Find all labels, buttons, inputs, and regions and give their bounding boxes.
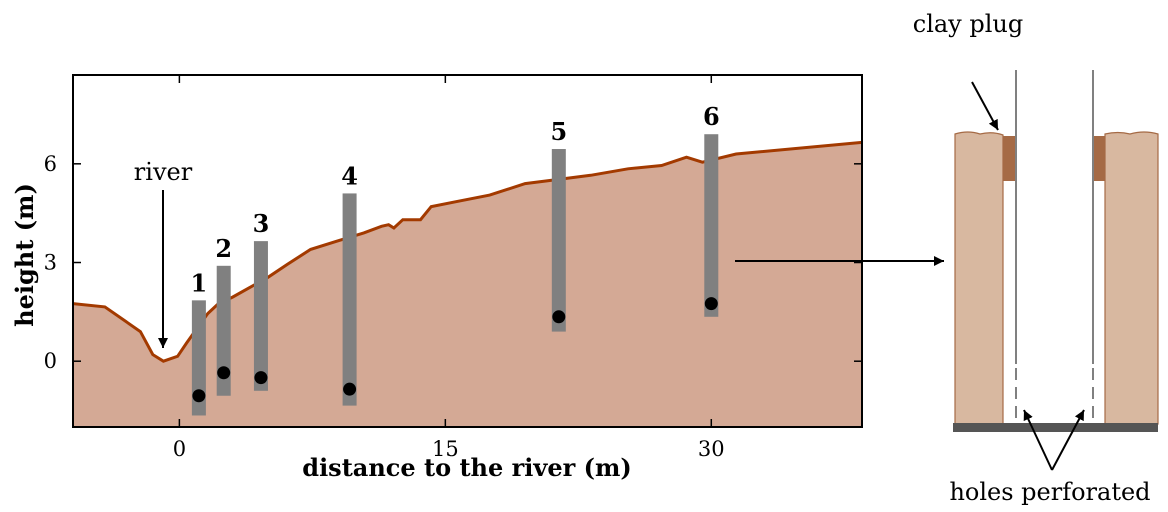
inset-soil-left — [954, 131, 1004, 425]
well-label-2: 2 — [215, 234, 232, 263]
well-3 — [253, 241, 268, 391]
well-4 — [342, 193, 357, 406]
holes-perforated-label: holes perforated — [949, 478, 1150, 506]
x-tick-label: 30 — [698, 437, 725, 461]
terrain-fill — [73, 142, 862, 427]
well-6 — [704, 134, 719, 317]
y-tick-label: 3 — [44, 251, 57, 275]
well-label-3: 3 — [253, 209, 270, 238]
sensor-point-1 — [192, 389, 206, 403]
well-labels: 123 4 5 6 — [191, 102, 720, 297]
plot-frame — [72, 74, 863, 428]
well-label-5: 5 — [550, 117, 567, 146]
clay-plug-label: clay plug — [913, 10, 1023, 38]
sensor-point-2 — [217, 366, 231, 380]
well-5 — [551, 149, 566, 332]
terrain-surface-line — [73, 140, 862, 363]
y-axis-label: height (m) — [10, 183, 39, 327]
y-axis-ticks: 0 3 6 — [44, 152, 862, 373]
well-2 — [216, 265, 231, 396]
well-1 — [191, 300, 206, 416]
inset-soil-right — [1104, 131, 1159, 425]
well-label-1: 1 — [191, 268, 208, 297]
clay-plug-arrow — [971, 81, 999, 131]
well-label-4: 4 — [341, 161, 358, 190]
inset-base — [953, 423, 1158, 432]
x-tick-label: 0 — [173, 437, 186, 461]
well-cross-section-inset: clay plug holes perforated — [913, 10, 1159, 506]
y-tick-label: 0 — [44, 349, 57, 373]
sensor-point-5 — [552, 310, 566, 324]
wells-layer — [191, 134, 719, 416]
clay-plug-right — [1093, 136, 1105, 181]
holes-arrow-right — [1051, 409, 1085, 471]
y-tick-label: 6 — [44, 152, 57, 176]
clay-plug-left — [1003, 136, 1016, 181]
sensor-point-3 — [254, 371, 268, 385]
sensor-point-4 — [343, 382, 357, 396]
x-axis-label: distance to the river (m) — [302, 453, 631, 482]
well-label-6: 6 — [703, 102, 720, 131]
sensor-point-6 — [704, 297, 718, 311]
river-label: river — [134, 158, 193, 186]
holes-arrow-left — [1023, 409, 1053, 471]
x-tick-label: 15 — [432, 437, 459, 461]
